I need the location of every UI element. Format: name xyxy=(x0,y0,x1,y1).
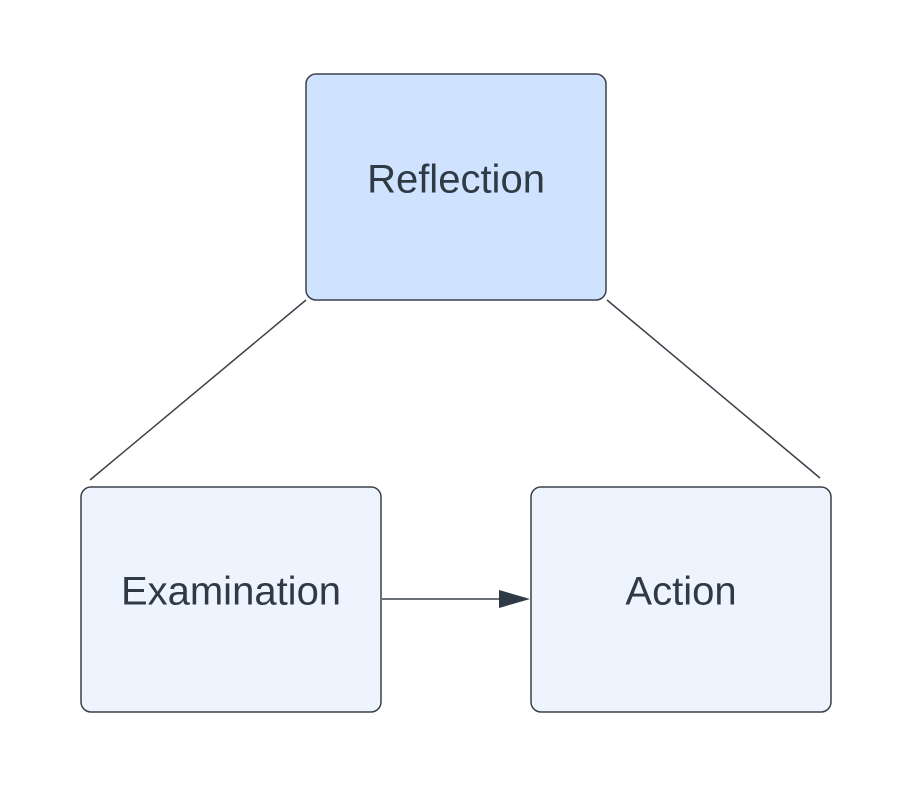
node-examination-label: Examination xyxy=(121,570,341,614)
node-examination[interactable]: Examination xyxy=(80,486,382,713)
node-reflection[interactable]: Reflection xyxy=(305,73,607,301)
node-reflection-box xyxy=(305,73,607,301)
node-examination-box xyxy=(80,486,382,713)
node-action-label: Action xyxy=(625,570,736,614)
node-action[interactable]: Action xyxy=(530,486,832,713)
edge-reflection-action xyxy=(606,299,821,479)
node-action-box xyxy=(530,486,832,713)
edge-reflection-examination xyxy=(89,299,307,481)
arrowhead-icon xyxy=(499,590,530,608)
node-reflection-label: Reflection xyxy=(367,158,545,202)
